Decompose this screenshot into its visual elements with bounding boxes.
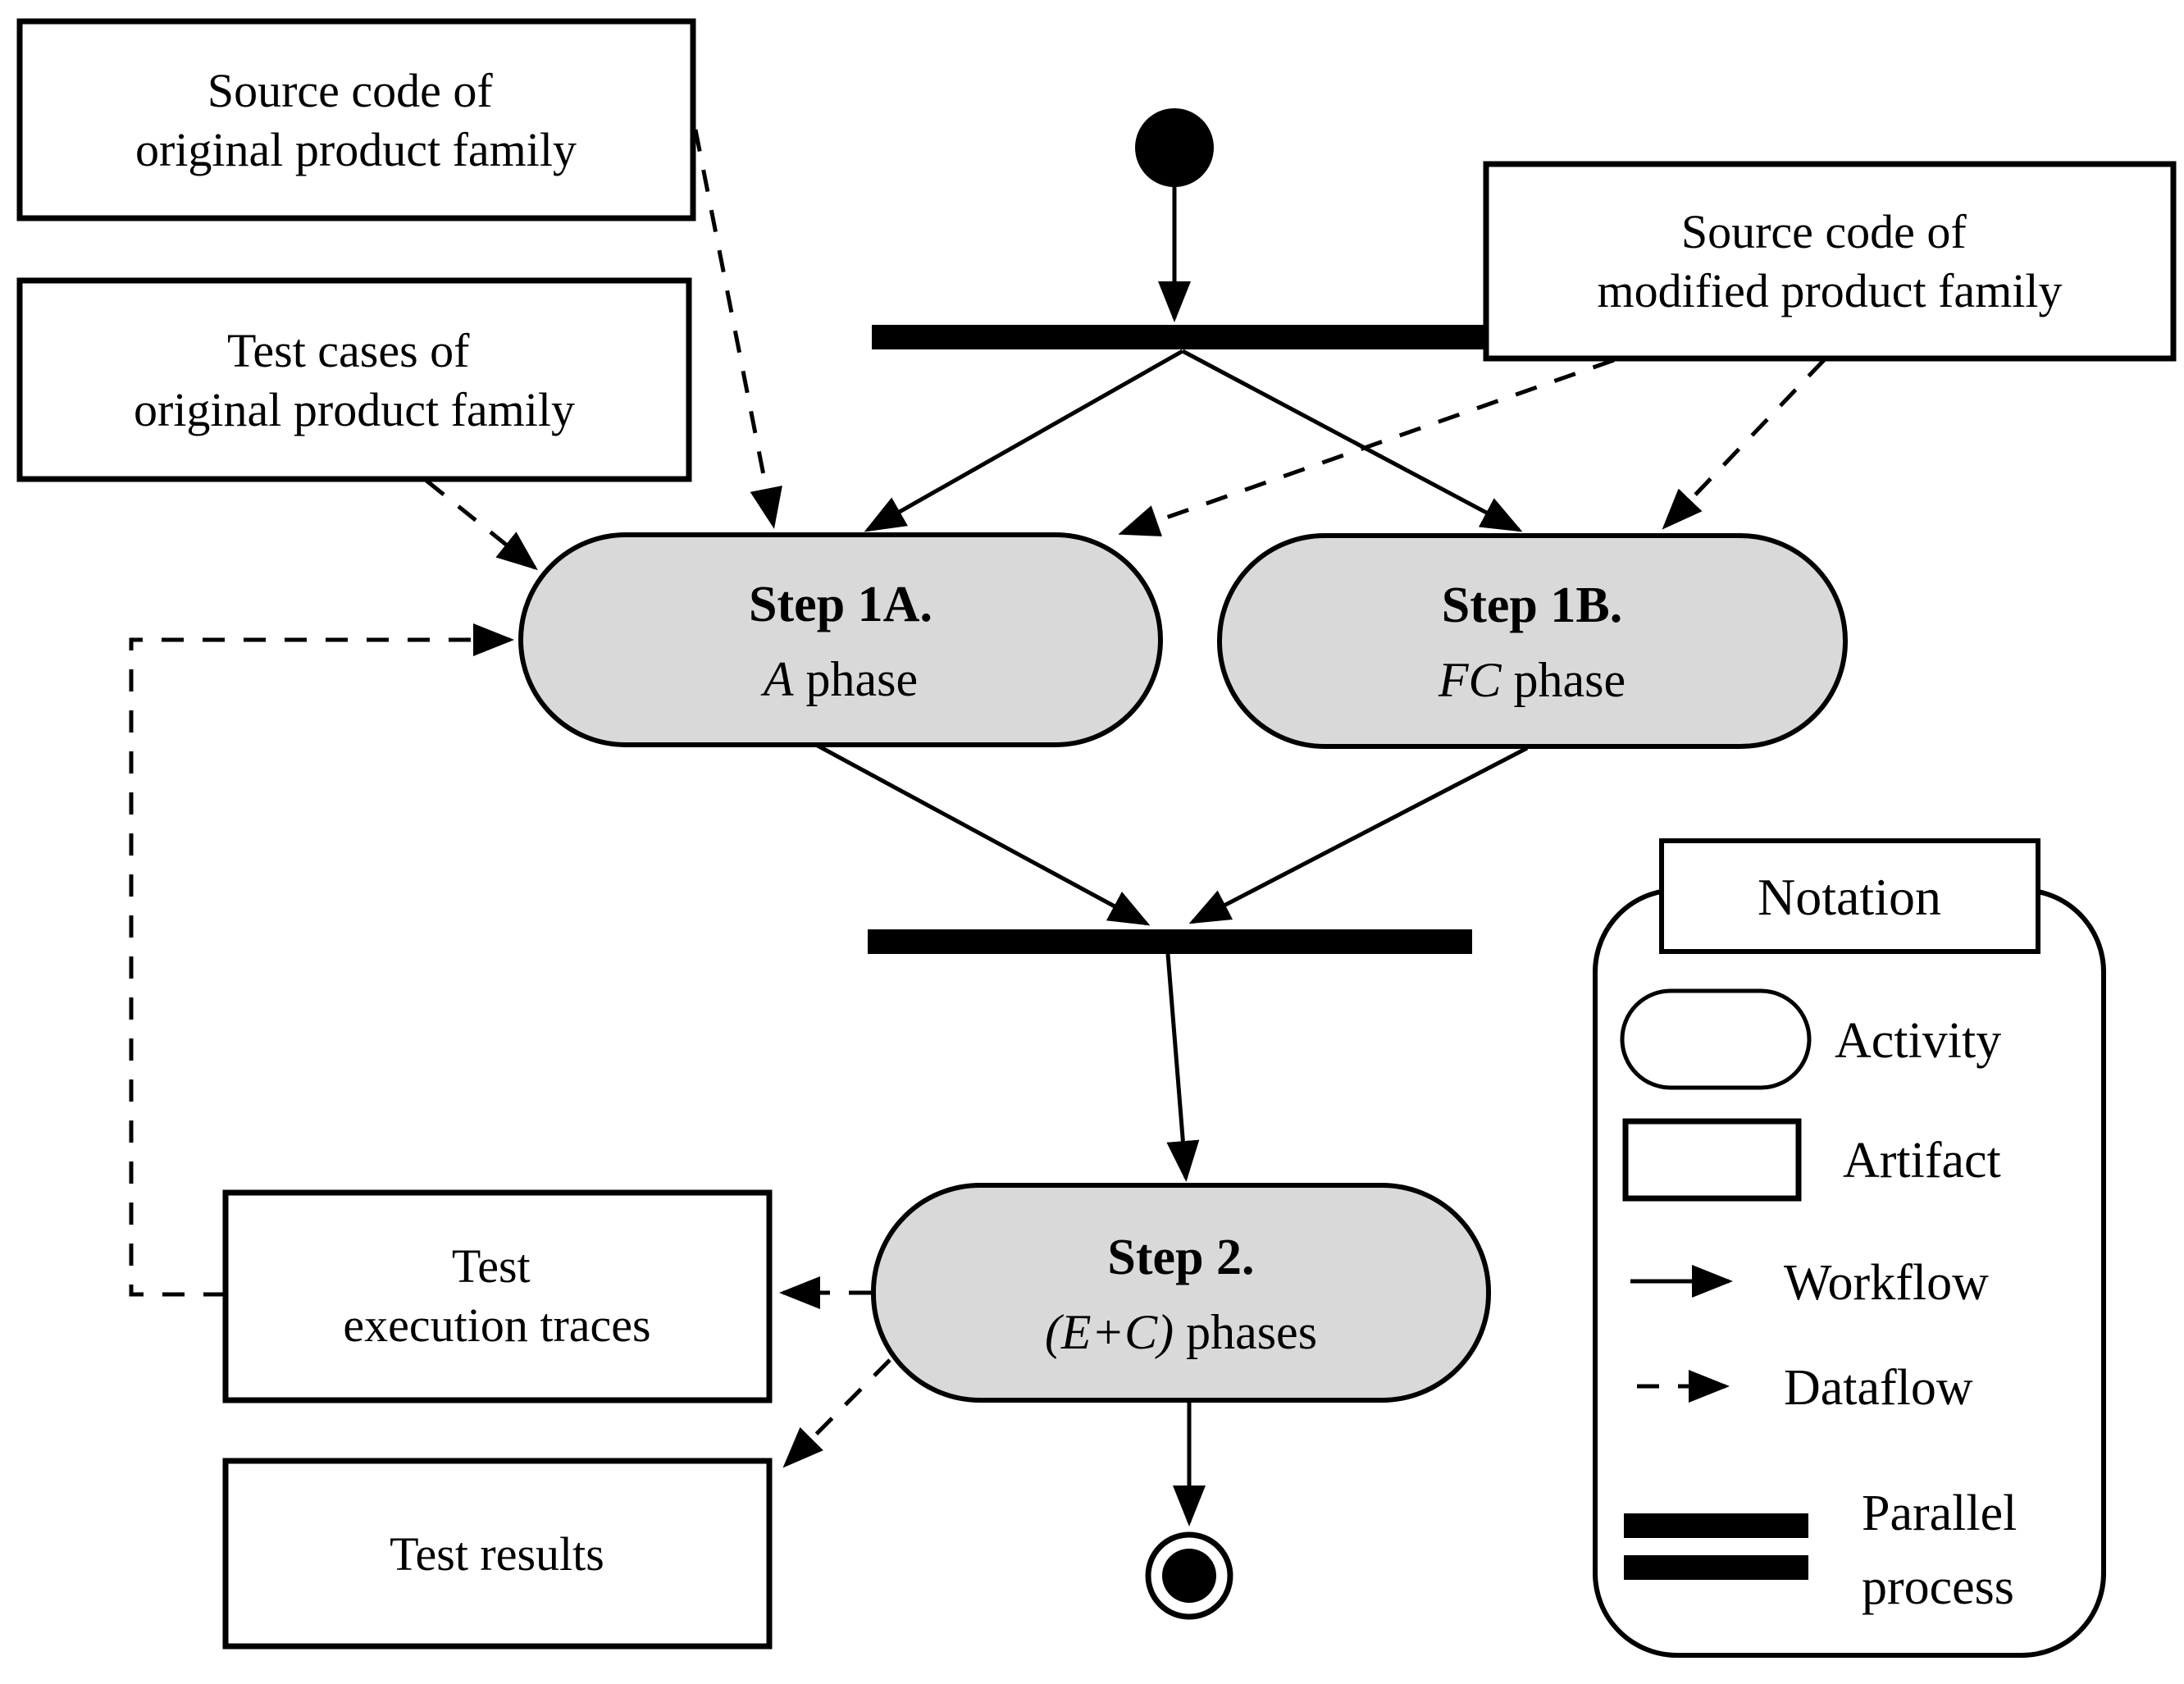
- svg-text:FC phase: FC phase: [1438, 653, 1625, 707]
- legend-artifact-shape: [1622, 1118, 1802, 1202]
- artifact-source-original-line1: Source code of: [207, 64, 494, 117]
- legend-title-box: [1659, 838, 2040, 954]
- start-node: [1135, 108, 1214, 187]
- activity-step1b: Step 1B. FC phase: [1217, 533, 1848, 749]
- workflow-arrow-step1b-to-join: [1188, 746, 1529, 924]
- svg-text:Test execution traces: Test execution traces: [343, 1239, 650, 1352]
- svg-text:Step 1A.: Step 1A.: [749, 577, 932, 632]
- artifact-test-cases-line1: Test cases of: [227, 324, 470, 377]
- activity-step2-subtitle: (E+C) phases: [1045, 1305, 1317, 1359]
- artifact-test-results-line1: Test results: [390, 1527, 604, 1581]
- artifact-execution-traces-line2: execution traces: [343, 1298, 650, 1352]
- svg-text:Artifact: Artifact: [1843, 1133, 2001, 1189]
- svg-text:Parallel process: Parallel process: [1862, 1485, 2030, 1615]
- join-bar: [868, 929, 1472, 954]
- svg-text:A phase: A phase: [760, 652, 918, 706]
- svg-text:Step 1B.: Step 1B.: [1442, 577, 1622, 633]
- legend-artifact-label: Artifact: [1843, 1133, 2001, 1189]
- activity-step1b-subtitle: FC phase: [1438, 653, 1625, 707]
- dataflow-traces-loop-to-step1a: [129, 623, 514, 1297]
- workflow-arrow-fork-to-step1b: [1181, 349, 1523, 532]
- artifact-execution-traces-line1: Test: [452, 1239, 531, 1293]
- svg-text:Workflow: Workflow: [1784, 1255, 1989, 1311]
- legend-parallel-label-line1: Parallel: [1862, 1485, 2017, 1541]
- artifact-test-cases-line2: original product family: [134, 383, 575, 436]
- activity-step1a-subtitle: A phase: [760, 652, 918, 706]
- activity-step2: Step 2. (E+C) phases: [871, 1183, 1491, 1403]
- artifact-test-cases: Test cases of original product family: [16, 277, 692, 482]
- legend: Notation Activity Artifact Workflow Data…: [1593, 838, 2106, 1658]
- svg-text:Notation: Notation: [1758, 868, 1941, 926]
- svg-text:Dataflow: Dataflow: [1784, 1360, 1973, 1416]
- legend-parallel-label-line2: process: [1862, 1559, 2014, 1615]
- svg-text:Activity: Activity: [1835, 1013, 2001, 1069]
- legend-workflow-label: Workflow: [1784, 1255, 1989, 1311]
- artifact-source-modified: Source code of modified product family: [1483, 161, 2177, 362]
- activity-step1b-title: Step 1B.: [1442, 577, 1622, 633]
- artifact-source-modified-line2: modified product family: [1598, 264, 2063, 317]
- workflow-arrow-step1a-to-join: [814, 742, 1151, 926]
- legend-activity-label: Activity: [1835, 1013, 2001, 1069]
- legend-title: Notation: [1758, 868, 1941, 926]
- legend-dataflow-label: Dataflow: [1784, 1360, 1973, 1416]
- dataflow-source-original-to-step1a: [693, 129, 782, 529]
- svg-text:Source code of original: Source code of original product family: [135, 64, 577, 176]
- svg-text:Step 2.: Step 2.: [1107, 1230, 1254, 1285]
- artifact-test-results: Test results: [222, 1458, 773, 1650]
- artifact-execution-traces: Test execution traces: [222, 1189, 773, 1403]
- legend-activity-shape: [1620, 988, 1812, 1090]
- legend-parallel-bar-icon-bottom: [1624, 1555, 1808, 1580]
- artifact-source-original: Source code of original product family: [16, 18, 696, 221]
- fork-bar: [872, 325, 1488, 349]
- activity-step2-title: Step 2.: [1107, 1230, 1254, 1285]
- svg-text:Test results: Test results: [390, 1527, 604, 1581]
- artifact-source-modified-line1: Source code of: [1681, 205, 1967, 258]
- dataflow-test-cases-to-step1a: [425, 479, 538, 571]
- svg-text:(E+C) phases: (E+C) phases: [1045, 1305, 1317, 1359]
- svg-text:Source code of modified: Source code of modified product family: [1598, 205, 2063, 317]
- dataflow-source-modified-to-step1b: [1662, 358, 1826, 530]
- dataflow-step2-to-results: [782, 1358, 891, 1468]
- workflow-arrow-fork-to-step1a: [864, 349, 1184, 532]
- activity-step1a: Step 1A. A phase: [518, 532, 1163, 747]
- legend-parallel-bar-icon-top: [1624, 1513, 1808, 1538]
- end-node: [1145, 1531, 1233, 1620]
- workflow-arrow-join-to-step2: [1165, 953, 1200, 1182]
- svg-text:Test cases of original p: Test cases of original product family: [134, 324, 575, 436]
- activity-step1a-title: Step 1A.: [749, 577, 932, 632]
- artifact-source-original-line2: original product family: [135, 123, 577, 176]
- dataflow-source-modified-to-step1a: [1118, 358, 1615, 536]
